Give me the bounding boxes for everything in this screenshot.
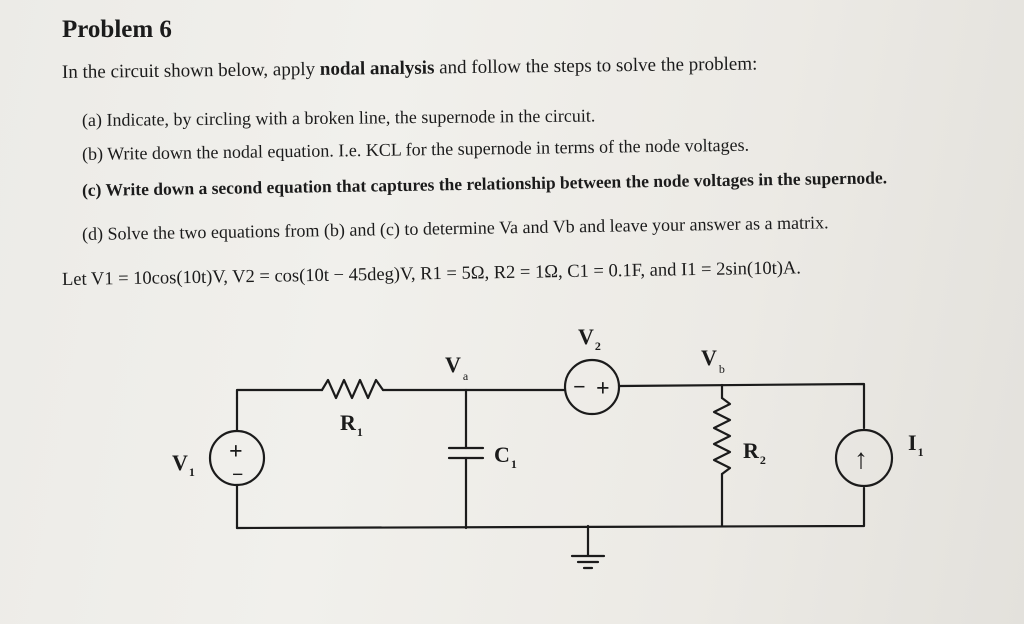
resistor-r2 bbox=[712, 396, 732, 476]
label-v2: V2 bbox=[578, 324, 601, 353]
ground-symbol bbox=[570, 524, 606, 570]
v1-plus-sign: + bbox=[229, 439, 243, 465]
i1-arrow-icon: ↑ bbox=[854, 444, 868, 475]
v1-minus-sign: − bbox=[232, 464, 243, 486]
resistor-r1 bbox=[320, 378, 385, 400]
v2-plus-sign: + bbox=[596, 376, 610, 402]
page-title: Problem 6 bbox=[62, 16, 172, 43]
label-v1: V1 bbox=[172, 450, 195, 479]
capacitor-c1 bbox=[447, 446, 485, 460]
wire-bottom bbox=[235, 486, 866, 530]
source-i1 bbox=[834, 428, 894, 488]
label-r1: R1 bbox=[340, 410, 363, 439]
v2-minus-sign: − bbox=[573, 374, 586, 399]
label-i1: I1 bbox=[908, 430, 924, 459]
wire-top-left bbox=[235, 388, 324, 400]
label-r2: R2 bbox=[743, 438, 766, 467]
wire-top-right bbox=[617, 382, 866, 430]
label-c1: C1 bbox=[494, 442, 517, 471]
